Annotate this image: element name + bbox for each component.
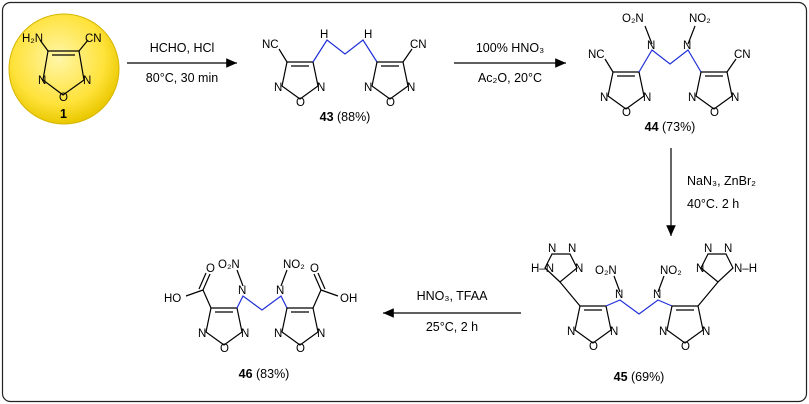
compound-label: 44 (73%) <box>645 120 696 134</box>
ring-n-label: N <box>241 328 249 340</box>
reagents-label: HCHO, HCl <box>150 41 215 55</box>
ring-o-label: O <box>589 341 598 353</box>
ring-o-label: O <box>296 97 305 109</box>
amine-n-label: N <box>238 285 246 297</box>
reagents-label: HNO₃, TFAA <box>417 289 489 303</box>
conditions-label: Ac₂O, 20°C <box>478 71 542 85</box>
nitrile-label: CN <box>410 39 427 51</box>
nitro-label: NO₂ <box>689 13 711 25</box>
compound-44: NC N N O N N O₂N NO₂ CN N N O 44 (73%) <box>588 13 751 134</box>
tetrazole-n-label: N <box>568 243 576 255</box>
ring-n-label: N <box>600 92 608 104</box>
conditions-label: 25°C, 2 h <box>426 320 478 334</box>
reaction-arrow-2: 100% HNO₃ Ac₂O, 20°C <box>454 41 566 85</box>
ring-n-label: N <box>198 328 206 340</box>
ring-o-label: O <box>220 343 229 355</box>
compound-45: N N H–N N N N O N N O₂N NO₂ N N O N N N … <box>531 243 757 384</box>
ring-n-label: N <box>659 326 667 338</box>
tetrazole-n-label: N <box>724 243 732 255</box>
tetrazole-n-label: N <box>696 263 704 275</box>
compound-number: 1 <box>60 107 67 121</box>
ring-n-label: N <box>688 92 696 104</box>
reagents-label: 100% HNO₃ <box>476 41 544 55</box>
nitrile-label: NC <box>588 49 605 61</box>
compound-label: 46 (83%) <box>239 367 290 381</box>
conditions-label: 80°C, 30 min <box>146 71 218 85</box>
reaction-arrow-4: HNO₃, TFAA 25°C, 2 h <box>383 289 521 334</box>
ring-n-label: N <box>317 82 325 94</box>
ring-o-label: O <box>681 341 690 353</box>
compound-46: O HO N N O N N O₂N NO₂ N N O O OH 46 (83… <box>164 259 357 381</box>
tetrazole-n-label: N <box>704 243 712 255</box>
hydroxyl-label: HO <box>164 293 181 305</box>
compound-1: H₂N CN N N O 1 <box>8 13 120 125</box>
amine-label: H₂N <box>22 33 43 45</box>
nitrile-label: NC <box>262 39 279 51</box>
ring-o-label: O <box>622 107 631 119</box>
ring-n-label: N <box>610 326 618 338</box>
conditions-label: 40°C. 2 h <box>687 197 739 211</box>
carbonyl-o-label: O <box>310 263 319 275</box>
ring-o-label: O <box>59 92 68 104</box>
ring-n-label: N <box>407 82 415 94</box>
nitro-label: NO₂ <box>283 259 305 271</box>
nitro-label: O₂N <box>622 13 644 25</box>
reagents-label: NaN₃, ZnBr₂ <box>687 174 756 188</box>
ring-n-label: N <box>643 92 651 104</box>
hydroxyl-label: OH <box>340 293 357 305</box>
ring-n-label: N <box>274 328 282 340</box>
compound-label: 45 (69%) <box>614 370 665 384</box>
amine-n-label: N <box>647 40 655 52</box>
nh-label: H <box>320 29 328 41</box>
compound-label: 43 (88%) <box>320 110 371 124</box>
nitrile-label: CN <box>85 33 102 45</box>
ring-n-label: N <box>83 75 91 87</box>
ring-o-label: O <box>710 107 719 119</box>
ring-n-label: N <box>364 82 372 94</box>
tetrazole-nh-label: N–H <box>734 263 757 275</box>
ring-o-label: O <box>386 97 395 109</box>
nitro-label: O₂N <box>218 259 240 271</box>
ring-n-label: N <box>702 326 710 338</box>
reaction-arrow-3: NaN₃, ZnBr₂ 40°C. 2 h <box>666 148 756 236</box>
ring-n-label: N <box>38 75 46 87</box>
tetrazole-n-label: N <box>548 243 556 255</box>
amine-n-label: N <box>683 40 691 52</box>
amine-n-label: N <box>615 289 623 301</box>
nitrile-label: CN <box>734 49 751 61</box>
tetrazole-n-label: N <box>575 263 583 275</box>
ring-n-label: N <box>731 92 739 104</box>
carbonyl-o-label: O <box>206 263 215 275</box>
ring-n-label: N <box>567 326 575 338</box>
compound-43: NC N N O H H CN N N O 43 (88%) <box>262 29 427 124</box>
nh-label: H <box>364 29 372 41</box>
nitro-label: O₂N <box>595 265 617 277</box>
tetrazole-nh-label: H–N <box>531 263 554 275</box>
reaction-arrow-1: HCHO, HCl 80°C, 30 min <box>127 41 237 85</box>
ring-n-label: N <box>317 328 325 340</box>
ring-o-label: O <box>296 343 305 355</box>
amine-n-label: N <box>276 285 284 297</box>
ring-n-label: N <box>274 82 282 94</box>
amine-n-label: N <box>653 289 661 301</box>
compound-1-highlight <box>8 13 120 125</box>
nitro-label: NO₂ <box>660 265 682 277</box>
